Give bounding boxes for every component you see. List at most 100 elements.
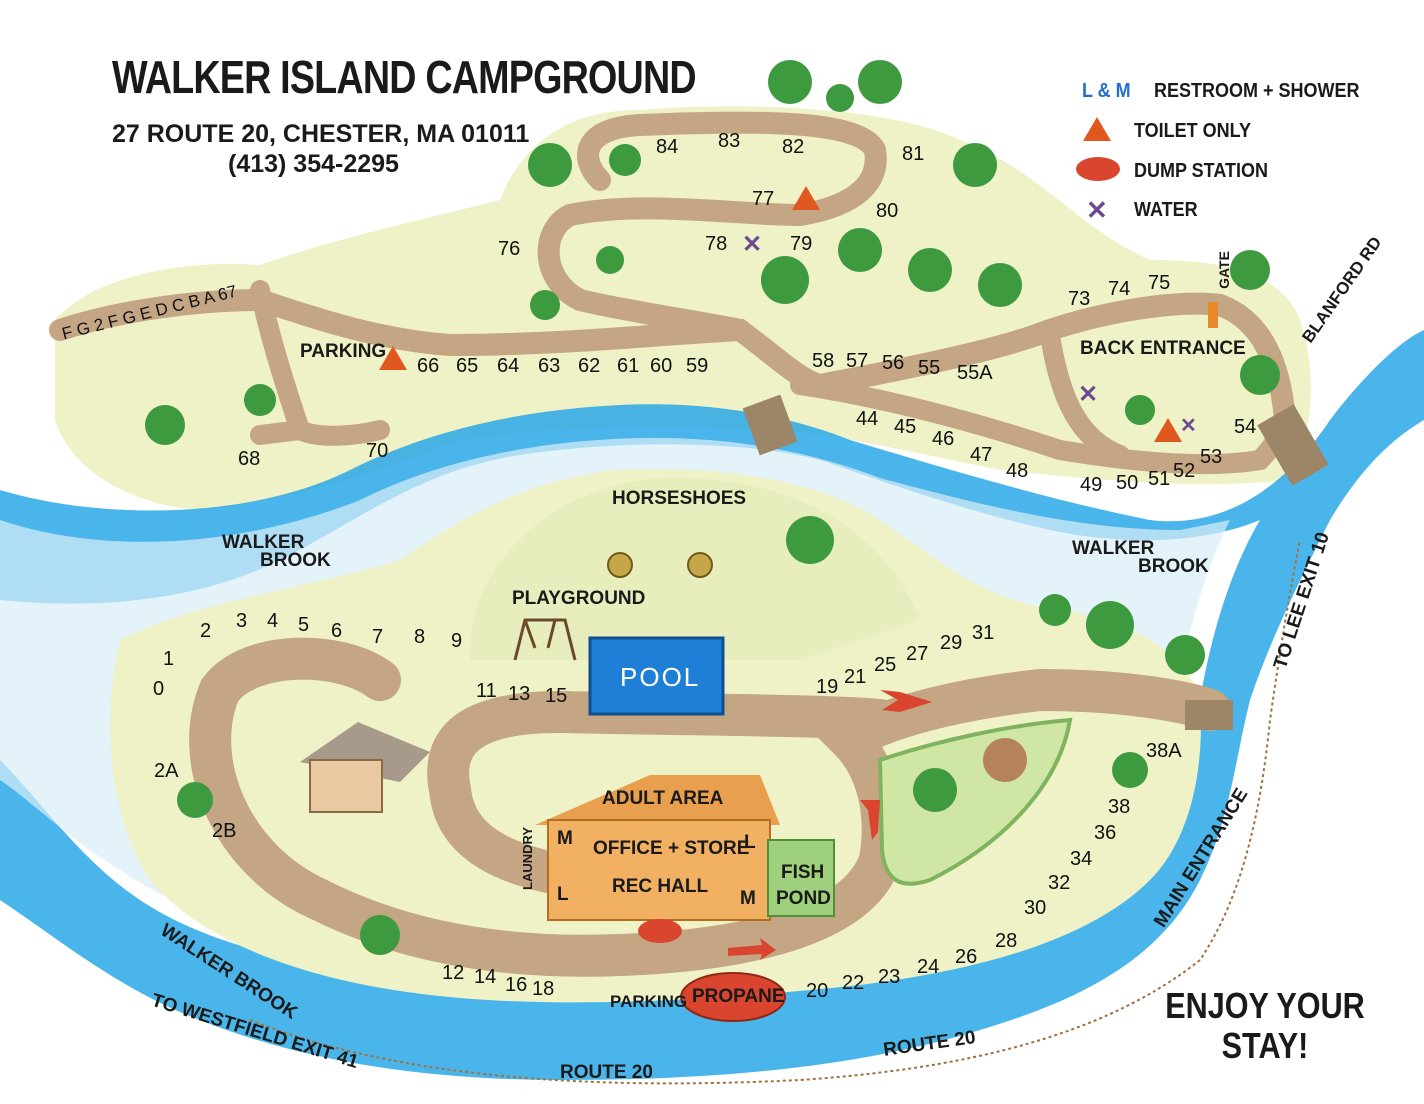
site-11[interactable]: 11 (476, 680, 497, 702)
restroom-l-2: L (557, 884, 569, 905)
site-20[interactable]: 20 (806, 980, 829, 1002)
site-22[interactable]: 22 (842, 972, 865, 994)
site-81[interactable]: 81 (902, 143, 925, 165)
site-63[interactable]: 63 (538, 355, 561, 377)
site-53[interactable]: 53 (1200, 446, 1223, 468)
site-6[interactable]: 6 (331, 620, 343, 642)
enjoy-line-2: STAY! (1221, 1025, 1309, 1066)
site-2[interactable]: 2 (200, 620, 212, 642)
horseshoes-label: HORSESHOES (612, 488, 747, 509)
site-31[interactable]: 31 (972, 622, 995, 644)
site-7[interactable]: 7 (372, 626, 384, 648)
site-13[interactable]: 13 (508, 683, 531, 705)
site-57[interactable]: 57 (846, 350, 869, 372)
rec-hall-label: REC HALL (612, 876, 709, 897)
site-21[interactable]: 21 (844, 666, 867, 688)
road-68-spur (250, 280, 390, 446)
site-12[interactable]: 12 (442, 962, 465, 984)
site-38[interactable]: 38 (1108, 796, 1131, 818)
legend-toilet-icon (1083, 117, 1111, 141)
site-61[interactable]: 61 (617, 355, 640, 377)
traffic-arrows (728, 690, 932, 960)
site-62[interactable]: 62 (578, 355, 601, 377)
site-65[interactable]: 65 (456, 355, 479, 377)
site-15[interactable]: 15 (545, 685, 568, 707)
legend-lm-key: L & M (1082, 80, 1131, 102)
site-45[interactable]: 45 (894, 416, 917, 438)
site-8[interactable]: 8 (414, 626, 426, 648)
east-bridge (1257, 404, 1329, 486)
site-51[interactable]: 51 (1148, 468, 1171, 490)
site-1[interactable]: 1 (163, 648, 175, 670)
site-29[interactable]: 29 (940, 632, 963, 654)
site-30[interactable]: 30 (1024, 897, 1047, 919)
site-19[interactable]: 19 (816, 676, 839, 698)
pool-label: POOL (620, 662, 701, 692)
water-marker-back: ✕ (1078, 381, 1098, 408)
site-76[interactable]: 76 (498, 238, 521, 260)
site-55[interactable]: 55 (918, 357, 941, 379)
site-56[interactable]: 56 (882, 352, 905, 374)
site-36[interactable]: 36 (1094, 822, 1117, 844)
north-bridge (742, 394, 798, 456)
site-58[interactable]: 58 (812, 350, 835, 372)
site-4[interactable]: 4 (267, 610, 279, 632)
site-59[interactable]: 59 (686, 355, 709, 377)
site-55a[interactable]: 55A (957, 362, 993, 384)
site-44[interactable]: 44 (856, 408, 879, 430)
site-16[interactable]: 16 (505, 974, 528, 996)
north-land (55, 106, 1311, 510)
site-2b[interactable]: 2B (212, 820, 237, 842)
parking-label-north: PARKING (300, 341, 387, 362)
site-50[interactable]: 50 (1116, 472, 1139, 494)
site-46[interactable]: 46 (932, 428, 955, 450)
pond-label: POND (776, 888, 831, 909)
site-79[interactable]: 79 (790, 233, 813, 255)
site-3[interactable]: 3 (236, 610, 248, 632)
back-loop-road (790, 325, 1295, 475)
site-26[interactable]: 26 (955, 946, 978, 968)
site-28[interactable]: 28 (995, 930, 1018, 952)
site-74[interactable]: 74 (1108, 278, 1131, 300)
site-0[interactable]: 0 (153, 678, 165, 700)
site-64[interactable]: 64 (497, 355, 520, 377)
site-34[interactable]: 34 (1070, 848, 1093, 870)
pool-area (588, 636, 725, 716)
site-25[interactable]: 25 (874, 654, 897, 676)
switchback-road (537, 111, 887, 341)
page-title: WALKER ISLAND CAMPGROUND (112, 51, 697, 103)
site-84[interactable]: 84 (656, 136, 679, 158)
site-18[interactable]: 18 (532, 978, 555, 1000)
site-75[interactable]: 75 (1148, 272, 1171, 294)
site-66[interactable]: 66 (417, 355, 440, 377)
site-78[interactable]: 78 (705, 233, 728, 255)
site-73[interactable]: 73 (1068, 288, 1091, 310)
site-82[interactable]: 82 (782, 136, 805, 158)
site-27[interactable]: 27 (906, 643, 929, 665)
site-83[interactable]: 83 (718, 130, 741, 152)
site-48[interactable]: 48 (1006, 460, 1029, 482)
horseshoe-pits (607, 552, 713, 578)
site-38a[interactable]: 38A (1146, 740, 1182, 762)
toilet-marker-parking (379, 346, 407, 370)
site-47[interactable]: 47 (970, 444, 993, 466)
legend-water-label: WATER (1134, 199, 1198, 221)
restroom-m-1: M (557, 828, 573, 849)
walker-brook-west-label-2: BROOK (260, 550, 331, 571)
site-9[interactable]: 9 (451, 630, 463, 652)
site-5[interactable]: 5 (298, 614, 310, 636)
site-80[interactable]: 80 (876, 200, 899, 222)
site-24[interactable]: 24 (917, 956, 940, 978)
site-70[interactable]: 70 (366, 440, 389, 462)
site-14[interactable]: 14 (474, 966, 497, 988)
site-60[interactable]: 60 (650, 355, 673, 377)
site-49[interactable]: 49 (1080, 474, 1103, 496)
site-68[interactable]: 68 (238, 448, 261, 470)
site-77[interactable]: 77 (752, 188, 775, 210)
site-23[interactable]: 23 (878, 966, 901, 988)
site-2a[interactable]: 2A (154, 760, 179, 782)
site-32[interactable]: 32 (1048, 872, 1071, 894)
site-54[interactable]: 54 (1234, 416, 1257, 438)
site-52[interactable]: 52 (1173, 460, 1196, 482)
parking-label-south: PARKING (610, 992, 688, 1011)
